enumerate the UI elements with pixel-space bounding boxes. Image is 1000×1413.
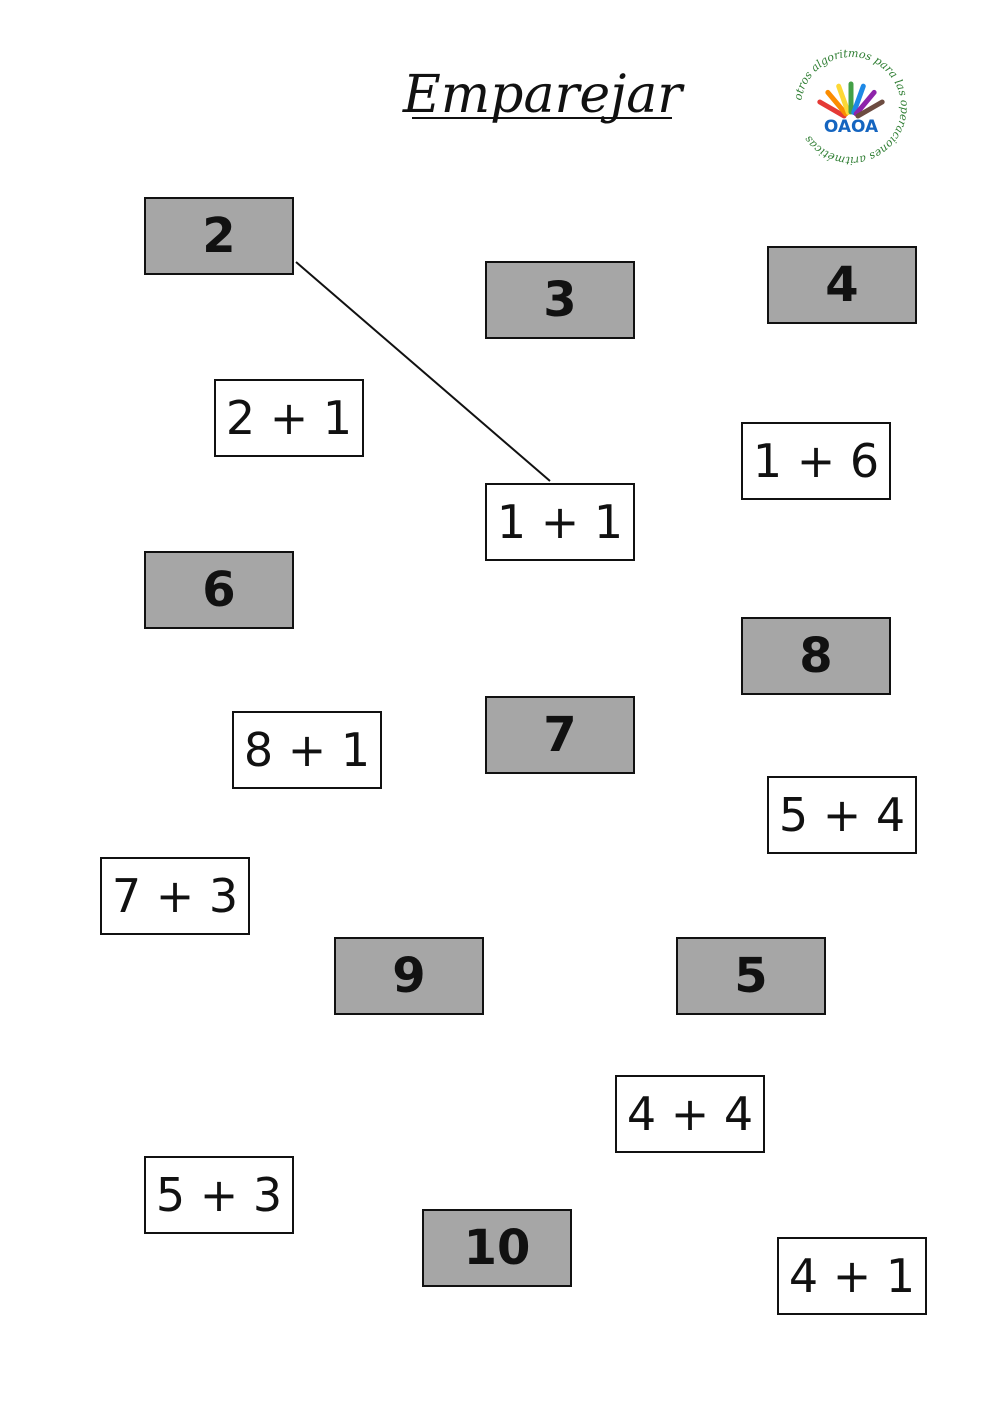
number-card-value: 2: [202, 208, 236, 264]
expression-card-text: 7 + 3: [111, 869, 239, 923]
oaoa-logo-icon: otros algoritmos para las operaciones ar…: [785, 42, 917, 172]
expression-card-4-plus-4[interactable]: 4 + 4: [615, 1075, 765, 1153]
number-card-9[interactable]: 9: [334, 937, 484, 1015]
number-card-value: 4: [825, 257, 859, 313]
logo-pencil: [851, 83, 866, 115]
number-card-8[interactable]: 8: [741, 617, 891, 695]
expression-card-4-plus-1[interactable]: 4 + 1: [777, 1237, 927, 1315]
expression-card-8-plus-1[interactable]: 8 + 1: [232, 711, 382, 789]
expression-card-text: 1 + 6: [752, 434, 880, 488]
number-card-value: 8: [799, 628, 833, 684]
number-card-value: 7: [543, 707, 577, 763]
number-card-7[interactable]: 7: [485, 696, 635, 774]
expression-card-5-plus-4[interactable]: 5 + 4: [767, 776, 917, 854]
expression-card-1-plus-6[interactable]: 1 + 6: [741, 422, 891, 500]
number-card-3[interactable]: 3: [485, 261, 635, 339]
expression-card-text: 8 + 1: [243, 723, 371, 777]
expression-card-text: 5 + 4: [778, 788, 906, 842]
number-card-value: 10: [463, 1220, 531, 1276]
expression-card-text: 4 + 1: [788, 1249, 916, 1303]
title-underline: [412, 117, 672, 119]
expression-card-text: 1 + 1: [496, 495, 624, 549]
expression-card-7-plus-3[interactable]: 7 + 3: [100, 857, 250, 935]
expression-card-text: 2 + 1: [225, 391, 353, 445]
logo-pencil: [853, 89, 877, 117]
expression-card-5-plus-3[interactable]: 5 + 3: [144, 1156, 294, 1234]
expression-card-text: 5 + 3: [155, 1168, 283, 1222]
logo-pencil: [817, 99, 847, 119]
expression-card-text: 4 + 4: [626, 1087, 754, 1141]
number-card-4[interactable]: 4: [767, 246, 917, 324]
worksheet-title: Emparejar: [402, 65, 683, 125]
number-card-value: 5: [734, 948, 768, 1004]
number-card-2[interactable]: 2: [144, 197, 294, 275]
expression-card-2-plus-1[interactable]: 2 + 1: [214, 379, 364, 457]
logo-pencil: [836, 83, 851, 115]
number-card-value: 9: [392, 948, 426, 1004]
number-card-5[interactable]: 5: [676, 937, 826, 1015]
number-card-value: 6: [202, 562, 236, 618]
number-card-6[interactable]: 6: [144, 551, 294, 629]
expression-card-1-plus-1[interactable]: 1 + 1: [485, 483, 635, 561]
number-card-value: 3: [543, 272, 577, 328]
logo-brand: OAOA: [824, 117, 879, 137]
logo-pencil: [855, 99, 885, 119]
logo-pencil: [825, 89, 849, 117]
number-card-10[interactable]: 10: [422, 1209, 572, 1287]
